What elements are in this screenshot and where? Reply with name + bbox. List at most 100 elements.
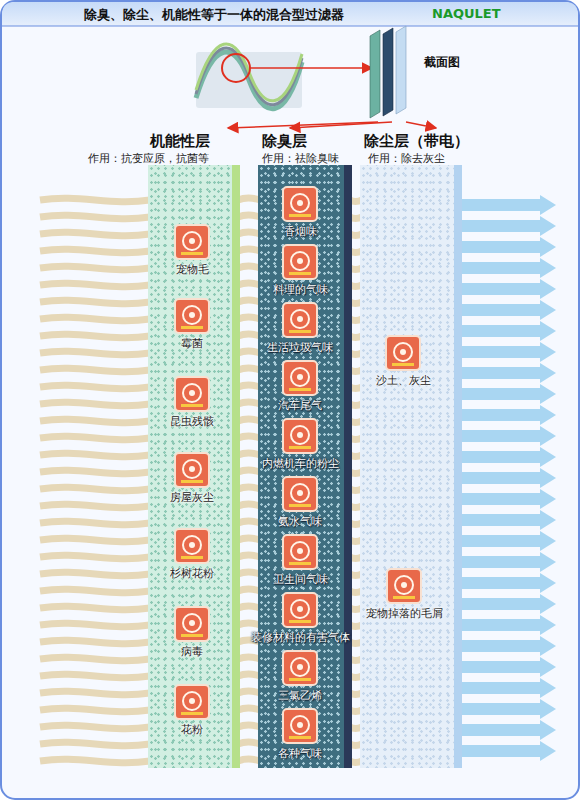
air-stream: [238, 283, 260, 285]
air-stream: [40, 198, 150, 201]
icon-label: 病毒: [174, 644, 210, 659]
air-stream: [40, 640, 150, 643]
clean-air-arrow: [540, 615, 556, 635]
pollutant-icon: 杉树花粉: [170, 528, 214, 581]
cross-section: 截面图: [362, 24, 472, 122]
pollutant-icon: 霉菌: [174, 298, 210, 351]
icon-drawing: [284, 594, 316, 626]
icon-label: 生活垃圾气味: [267, 340, 333, 355]
clean-air-arrow: [462, 220, 542, 232]
clean-air-arrow: [540, 195, 556, 215]
clean-air-arrow: [462, 199, 542, 211]
filter-plates: [362, 24, 412, 122]
clean-air-arrow: [462, 514, 542, 526]
icon-symbol: [385, 335, 421, 371]
layer-edge: [232, 165, 240, 768]
clean-air-arrow: [540, 405, 556, 425]
icon-drawing: [176, 686, 208, 718]
pollutant-icon: 三氯乙烯: [278, 650, 322, 703]
icon-drawing: [388, 570, 420, 602]
icon-symbol: [174, 528, 210, 564]
clean-air-arrow: [540, 657, 556, 677]
clean-air-arrow: [540, 363, 556, 383]
clean-air-arrow: [462, 724, 542, 736]
icon-drawing: [176, 608, 208, 640]
air-stream: [238, 538, 260, 540]
air-stream: [40, 521, 150, 524]
icon-drawing: [284, 246, 316, 278]
air-stream: [238, 215, 260, 217]
air-stream: [238, 198, 260, 200]
air-stream: [40, 419, 150, 422]
air-stream: [238, 317, 260, 319]
air-stream: [238, 385, 260, 387]
icon-drawing: [284, 304, 316, 336]
air-stream: [40, 725, 150, 728]
air-stream: [238, 657, 260, 659]
air-stream: [238, 742, 260, 744]
icon-drawing: [176, 226, 208, 258]
layer-function: 作用：祛除臭味: [262, 151, 339, 166]
icon-label: 杉树花粉: [170, 566, 214, 581]
icon-symbol: [174, 224, 210, 260]
icon-drawing: [176, 530, 208, 562]
pollutant-icon: 病毒: [174, 606, 210, 659]
clean-air-arrow: [540, 510, 556, 530]
air-stream: [40, 691, 150, 694]
icon-label: 料理的气味: [273, 282, 328, 297]
clean-air-arrow: [540, 489, 556, 509]
pollutant-icon: 沙土、灰尘: [376, 335, 431, 388]
air-stream: [40, 538, 150, 541]
clean-air-arrow: [540, 342, 556, 362]
filter-wave: [196, 44, 372, 109]
pollutant-icon: 内燃机车的粉尘: [262, 418, 339, 471]
icon-label: 装修材料的有害气体: [251, 630, 350, 645]
air-stream: [40, 368, 150, 371]
clean-air-arrow: [462, 472, 542, 484]
pollutant-icon: 香烟味: [282, 186, 318, 239]
icon-drawing: [387, 337, 419, 369]
air-stream: [238, 300, 260, 302]
air-stream: [238, 572, 260, 574]
title-bar: [2, 2, 578, 26]
clean-air-arrow: [462, 640, 542, 652]
brand-name: NAQULET: [432, 6, 501, 21]
icon-symbol: [282, 418, 318, 454]
icon-label: 内燃机车的粉尘: [262, 456, 339, 471]
air-stream: [40, 589, 150, 592]
filter-layer: 除臭层作用：祛除臭味香烟味料理的气味生活垃圾气味汽车尾气内燃机车的粉尘氨水气味卫…: [254, 128, 358, 773]
clean-air-arrow: [462, 451, 542, 463]
icon-symbol: [282, 650, 318, 686]
air-stream: [238, 555, 260, 557]
air-stream: [238, 470, 260, 472]
icon-drawing: [176, 454, 208, 486]
icon-label: 三氯乙烯: [278, 688, 322, 703]
air-stream: [238, 436, 260, 438]
air-stream: [238, 232, 260, 234]
clean-air-arrow: [540, 426, 556, 446]
clean-air-arrow: [462, 367, 542, 379]
air-stream: [40, 470, 150, 473]
clean-air-arrow: [540, 720, 556, 740]
air-stream: [40, 504, 150, 507]
air-stream: [238, 504, 260, 506]
pollutant-icon: 各种气味: [278, 708, 322, 761]
icon-drawing: [284, 188, 316, 220]
air-stream: [40, 385, 150, 388]
clean-air-arrow: [540, 468, 556, 488]
air-stream: [238, 351, 260, 353]
pollutant-icon: 花粉: [174, 684, 210, 737]
air-stream: [40, 453, 150, 456]
air-stream: [238, 487, 260, 489]
icon-symbol: [174, 606, 210, 642]
clean-air-arrow: [540, 636, 556, 656]
connector: [290, 122, 392, 128]
air-stream: [238, 521, 260, 523]
air-stream: [40, 249, 150, 252]
pollutant-icon: 房屋灰尘: [170, 452, 214, 505]
air-stream: [40, 759, 150, 762]
clean-air-arrow: [540, 300, 556, 320]
air-stream: [238, 266, 260, 268]
icon-drawing: [176, 378, 208, 410]
air-stream: [40, 402, 150, 405]
